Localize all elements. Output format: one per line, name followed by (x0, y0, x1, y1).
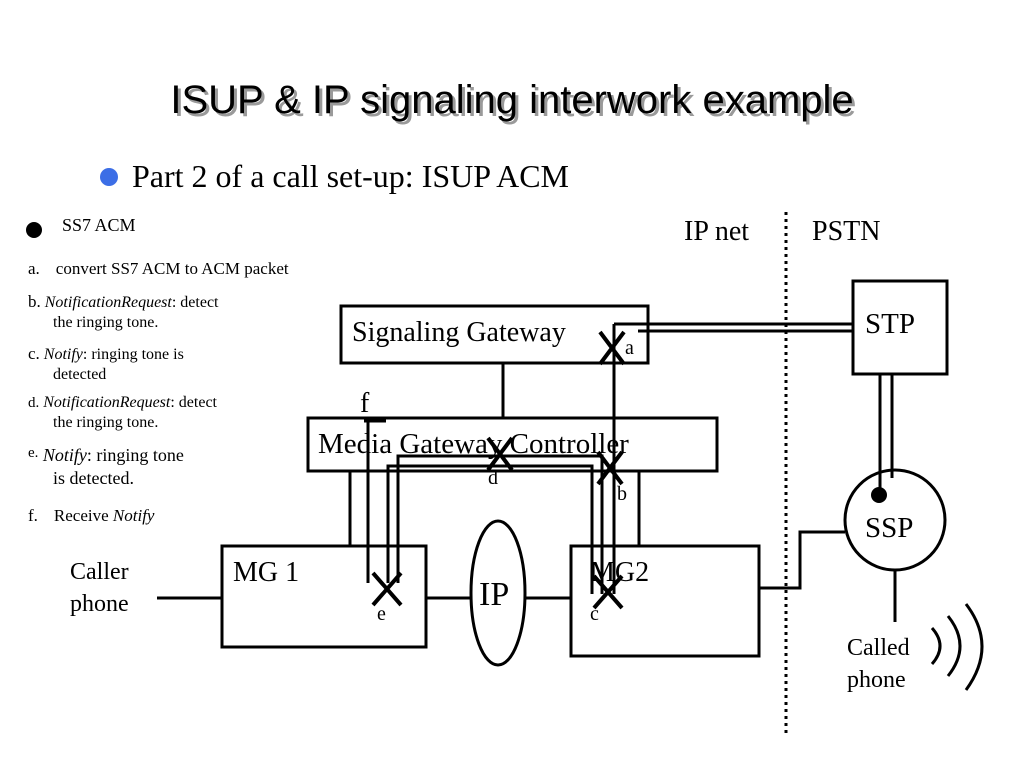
step-text: : detect (170, 394, 217, 411)
ip-cloud (469, 519, 527, 667)
legend-step-b: b. NotificationRequest: detect the ringi… (28, 291, 218, 333)
marker-b-label: b (617, 483, 627, 505)
ip-cloud-label: IP (479, 576, 510, 613)
caller-phone-label: Caller phone (70, 556, 129, 621)
marker-d-icon (486, 436, 514, 472)
subtitle-bullet: Part 2 of a call set-up: ISUP ACM (100, 158, 569, 195)
ssp-bullet-icon (871, 487, 887, 503)
step-italic: NotificationRequest (43, 394, 171, 411)
marker-a-label: a (625, 337, 634, 359)
legend-step-e: e. Notify: ringing tone is detected. (28, 444, 184, 489)
caller-line2: phone (70, 591, 129, 618)
signaling-gateway-box (339, 304, 650, 365)
legend-bullet-icon (26, 222, 42, 238)
step-text: convert SS7 ACM to ACM packet (55, 259, 289, 278)
marker-e-label: e (377, 603, 386, 625)
bullet-dot-icon (100, 167, 118, 186)
step-letter: e. (28, 445, 39, 461)
step-text-line2: the ringing tone. (53, 314, 159, 331)
stp-box (851, 279, 949, 376)
called-phone-label: Called phone (847, 632, 910, 697)
region-ip-label: IP net (684, 216, 750, 247)
step-text: : detect (171, 294, 219, 311)
step-text: : ringing tone (86, 445, 184, 465)
signaling-gateway-label: Signaling Gateway (352, 317, 566, 348)
step-letter: d. (28, 395, 40, 411)
step-text-line2: the ringing tone. (53, 414, 159, 431)
caller-line1: Caller (70, 559, 129, 585)
step-italic: NotificationRequest (44, 294, 172, 311)
marker-d-label: d (488, 467, 498, 489)
called-line1: Called (847, 635, 910, 661)
called-line2: phone (847, 667, 906, 694)
step-text: Receive (53, 506, 113, 525)
legend-step-c: c. Notify: ringing tone is detected (28, 343, 184, 385)
region-pstn-label: PSTN (812, 216, 881, 247)
mg1-label: MG 1 (233, 557, 300, 588)
marker-e-icon (371, 571, 403, 607)
marker-f-label: f (360, 388, 370, 419)
radio-waves-icon (930, 603, 984, 691)
marker-a-icon (598, 330, 626, 366)
step-text-line2: is detected. (53, 467, 134, 488)
mgc-box (306, 416, 719, 473)
legend-header: SS7 ACM (62, 215, 136, 235)
step-letter: f. (28, 506, 38, 525)
legend-step-a: a. convert SS7 ACM to ACM packet (28, 258, 289, 279)
subtitle-text: Part 2 of a call set-up: ISUP ACM (132, 158, 569, 194)
step-italic: Notify (112, 506, 155, 525)
marker-c-label: c (590, 603, 599, 625)
mg2-label: MG2 (590, 557, 650, 588)
step-letter: b. (28, 292, 41, 311)
marker-b-icon (596, 450, 624, 486)
step-letter: a. (28, 259, 40, 278)
mgc-label: Media Gateway Controller (318, 428, 629, 460)
step-text: : ringing tone is (82, 346, 184, 363)
mg2-ssp-link (759, 530, 845, 590)
marker-c-icon (592, 574, 624, 610)
legend-step-f: f. Receive Notify (28, 505, 154, 526)
step-italic: Notify (43, 346, 83, 363)
step-letter: c. (28, 344, 40, 363)
legend-step-d: d. NotificationRequest: detect the ringi… (28, 393, 217, 433)
step-italic: Notify (42, 445, 87, 465)
ssp-label: SSP (865, 512, 914, 544)
slide-title: ISUP & IP signaling interwork example (170, 78, 854, 122)
step-text-line2: detected (53, 366, 107, 383)
stp-label: STP (865, 308, 915, 340)
